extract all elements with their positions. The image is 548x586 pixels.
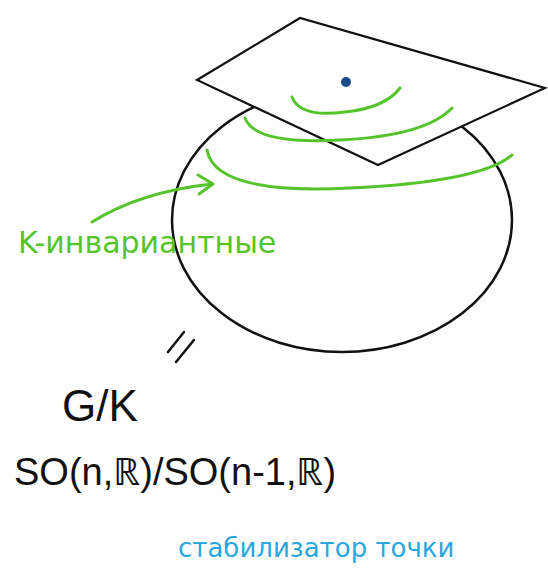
leader-arrow [92,184,212,222]
equals-sign [168,332,194,362]
formula-label: SO(n,ℝ)/SO(n-1,ℝ) [14,452,336,494]
plane-edge [197,80,378,165]
tangent-plane [197,18,545,165]
orbit-curve [245,108,452,141]
arrow-head [198,175,213,194]
orbit-curve [292,88,400,113]
point [341,77,351,87]
annotation-label: K-инвариантные [18,226,276,259]
annotation-label: стабилизатор точки [178,534,454,563]
orbit-curve [207,150,512,189]
formula-label: G/K [62,382,138,430]
